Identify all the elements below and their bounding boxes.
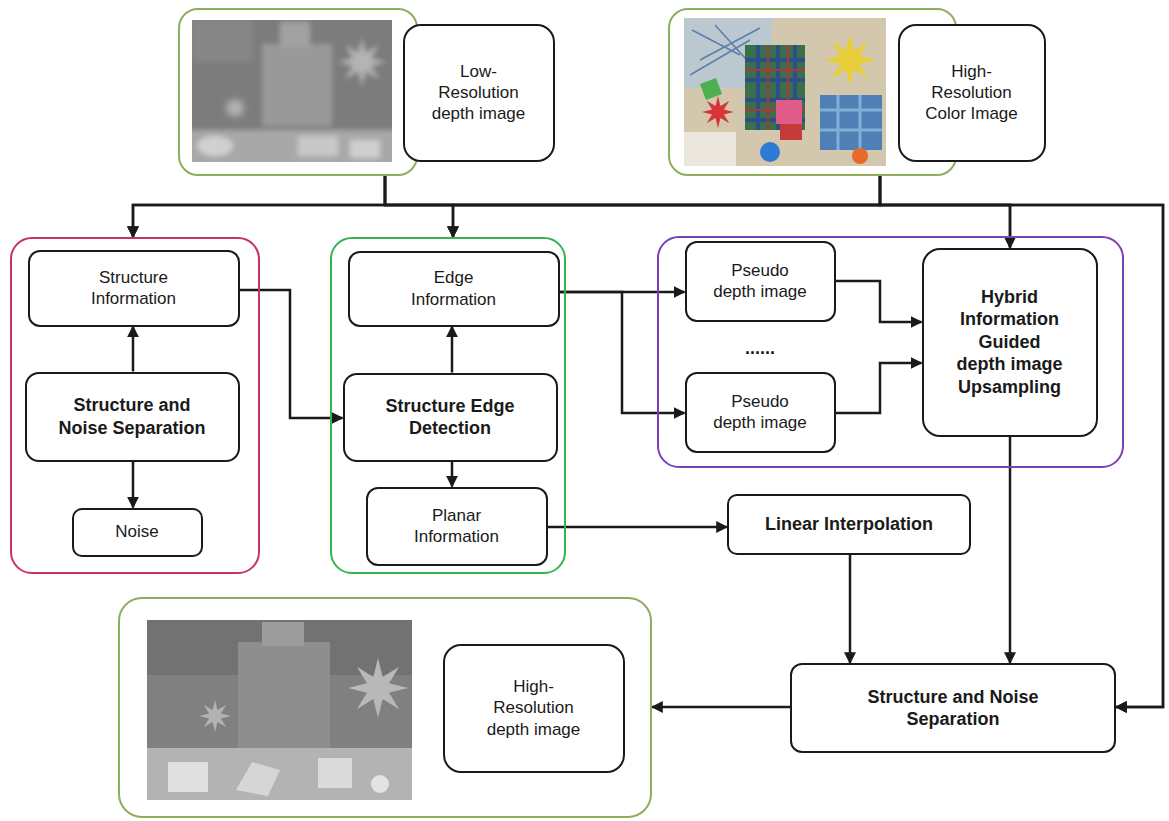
process-box: Planar Information (366, 487, 548, 566)
depth-shape (262, 44, 332, 126)
group-frame: Low-Resolution depth image (178, 8, 418, 176)
depth-image-high (147, 620, 412, 800)
depth-shape (192, 20, 252, 62)
box-label: Structure and Noise Separation (853, 686, 1053, 731)
color-image (684, 18, 886, 166)
flow-arrow (880, 176, 1163, 707)
box-label: Structure and Noise Separation (52, 394, 212, 439)
depth-shape (262, 622, 304, 646)
box-label: Low-Resolution depth image (429, 61, 529, 125)
depth-shape (318, 758, 352, 788)
photo-star (824, 34, 876, 86)
box-label: Hybrid Information Guided depth image Up… (954, 286, 1066, 399)
process-box: High-Resolution Color Image (898, 24, 1046, 162)
process-box: Linear Interpolation (727, 494, 971, 555)
depth-star (221, 94, 249, 122)
process-box: Noise (72, 508, 203, 557)
box-label: Noise (115, 521, 158, 542)
flow-arrow (548, 526, 728, 529)
flow-arrow (1009, 437, 1012, 664)
photo-star (702, 96, 734, 128)
process-box: Pseudo depth image (685, 241, 836, 322)
group-frame: Pseudo depth imagePseudo depth imageHybr… (657, 236, 1124, 468)
box-label: High-Resolution Color Image (922, 61, 1022, 125)
depth-shape (371, 775, 389, 793)
box-label: Linear Interpolation (765, 513, 933, 536)
depth-shape (147, 748, 412, 800)
photo-plaid-lines (745, 45, 805, 130)
group-frame: Structure InformationStructure and Noise… (10, 237, 260, 574)
depth-star (338, 38, 386, 86)
photo-plaid-lines (820, 95, 882, 150)
depth-shape (168, 762, 208, 792)
photo-ball (852, 148, 868, 164)
depth-shape (192, 130, 392, 162)
process-box: Pseudo depth image (685, 372, 836, 453)
flow-arrow (652, 706, 790, 709)
box-label: Pseudo depth image (710, 391, 810, 434)
box-label: Planar Information (402, 505, 512, 548)
flow-arrow (133, 176, 385, 237)
flow-arrow (451, 462, 454, 487)
process-box: Structure and Noise Separation (790, 663, 1116, 753)
box-label: Structure Edge Detection (370, 395, 530, 440)
box-label: High-Resolution depth image (484, 676, 584, 740)
flow-arrow (132, 327, 135, 372)
photo-ground (684, 18, 886, 166)
depth-star (348, 658, 408, 718)
depth-shape (236, 762, 280, 796)
photo-plaid-lines (745, 45, 805, 130)
ellipsis-label: ...... (730, 338, 790, 359)
group-frame: High-Resolution depth image (118, 597, 652, 818)
process-box: Structure Edge Detection (343, 373, 558, 462)
flow-arrow (836, 281, 922, 322)
flow-arrow (560, 292, 685, 413)
flow-arrow (453, 176, 880, 237)
flow-arrow (385, 176, 453, 237)
depth-ground (192, 20, 392, 162)
process-box: Low-Resolution depth image (403, 24, 555, 162)
flow-arrow (836, 363, 922, 413)
depth-shape (350, 140, 380, 158)
group-frame: Edge InformationStructure Edge Detection… (330, 237, 566, 574)
process-box: Structure and Noise Separation (25, 372, 240, 462)
depth-shape (280, 22, 310, 47)
photo-gem (700, 78, 722, 100)
box-label: Structure Information (74, 267, 194, 310)
flow-arrow (132, 462, 135, 508)
depth-ground (147, 620, 412, 800)
process-box: Structure Information (28, 250, 240, 327)
flow-arrow (240, 290, 343, 418)
depth-image-low (192, 20, 392, 162)
depth-shape (197, 136, 233, 156)
flow-arrow (849, 555, 852, 663)
photo-cube (780, 124, 802, 140)
box-label: Pseudo depth image (710, 260, 810, 303)
process-box: Hybrid Information Guided depth image Up… (922, 248, 1098, 437)
photo-ball (760, 142, 780, 162)
photo-plaid (745, 45, 805, 130)
group-frame: High-Resolution Color Image (668, 8, 957, 176)
flow-arrow (133, 176, 880, 237)
depth-shape (238, 642, 330, 750)
process-box: Edge Information (348, 251, 560, 327)
depth-shape (298, 136, 338, 156)
flow-arrow (451, 327, 454, 373)
process-box: High-Resolution depth image (443, 644, 625, 773)
depth-star (199, 700, 231, 732)
photo-plaid (820, 95, 882, 150)
photo-paper (684, 132, 736, 166)
box-label: Edge Information (399, 267, 509, 310)
photo-cube (776, 100, 802, 124)
